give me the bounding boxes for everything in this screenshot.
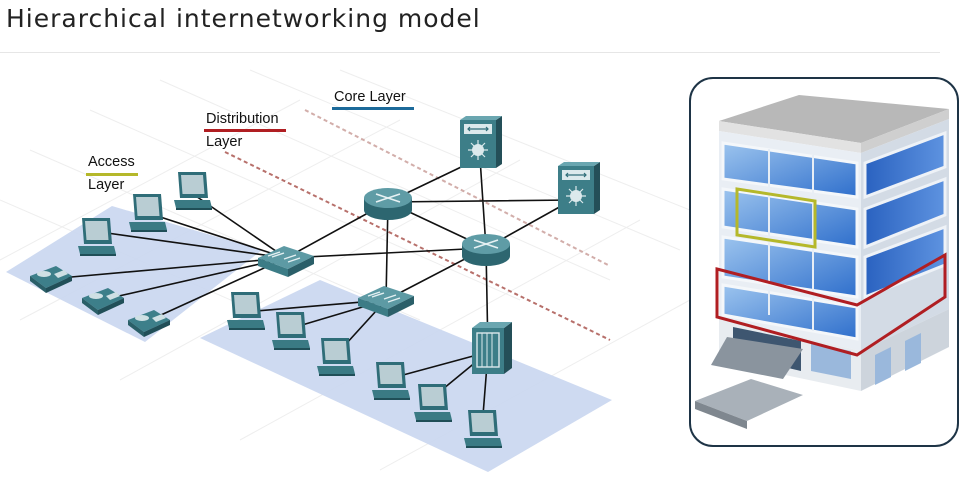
- distribution-boundary: [224, 151, 611, 341]
- core-layer-label: Core Layer: [334, 89, 406, 105]
- distribution-layer-bar: [204, 129, 286, 132]
- network-diagram: [0, 69, 690, 472]
- title-divider: [0, 52, 940, 53]
- switch-icon: [257, 245, 315, 278]
- server-icon: [471, 321, 513, 375]
- pc-icon: [227, 292, 265, 330]
- pc-icon: [272, 312, 310, 350]
- router-icon: [461, 233, 511, 267]
- building-frame: [689, 77, 959, 447]
- core-boundary: [304, 109, 611, 267]
- pc-icon: [317, 338, 355, 376]
- access-layer-highlight: [735, 187, 817, 249]
- router-icon: [363, 187, 413, 221]
- distribution-layer-label-2: Layer: [206, 134, 243, 150]
- office-building-icon: [695, 95, 949, 429]
- access-floor-right: [200, 280, 612, 472]
- multilayer-switch-icon: [459, 115, 503, 169]
- access-layer-label: Access: [88, 154, 135, 170]
- pc-icon: [414, 384, 452, 422]
- access-layer-label-2: Layer: [88, 177, 125, 193]
- distribution-layer-label: Distribution: [206, 111, 279, 127]
- pc-icon: [78, 218, 116, 256]
- pc-icon: [174, 172, 212, 210]
- network-links: [59, 157, 573, 429]
- pc-icon: [464, 410, 502, 448]
- pc-icon: [129, 194, 167, 232]
- page-title: Hierarchical internetworking model: [6, 4, 481, 33]
- core-layer-bar: [332, 107, 414, 110]
- pc-icon: [372, 362, 410, 400]
- multilayer-switch-icon: [557, 161, 601, 215]
- access-layer-bar: [86, 173, 138, 176]
- access-floor-left: [6, 206, 262, 342]
- distribution-layer-highlight: [715, 252, 947, 357]
